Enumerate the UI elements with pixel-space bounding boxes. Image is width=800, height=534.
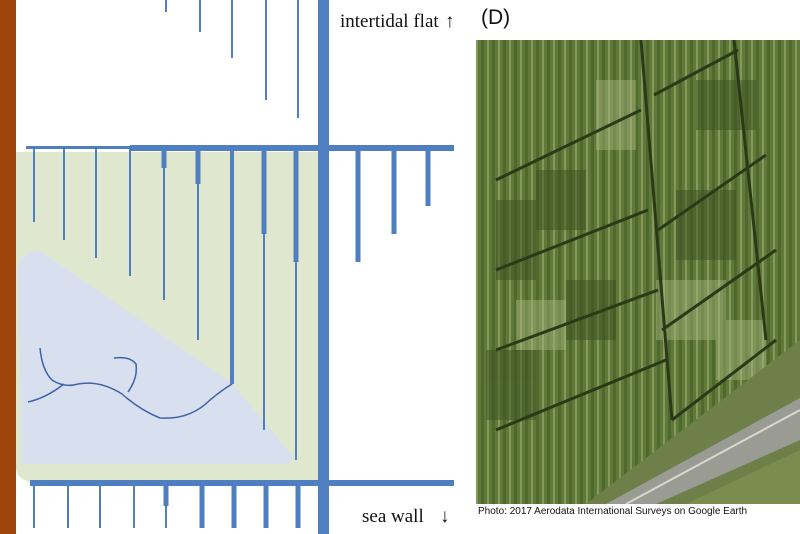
intertidal-flat-label: intertidal flat (340, 11, 439, 32)
main-channel (318, 0, 329, 534)
creek-line (39, 347, 233, 419)
schematic-diagram: intertidal flat ↑ sea wall ↓ (0, 0, 455, 534)
sea-wall-bar (0, 0, 16, 534)
panel-label: (D) (481, 6, 511, 29)
field-ditches-lower (33, 483, 301, 528)
road-verge (686, 450, 800, 504)
aerial-photo (476, 40, 800, 504)
pond-area (18, 251, 293, 464)
field-ditches-upper (33, 148, 431, 460)
road-edge (625, 409, 800, 504)
road (606, 398, 800, 504)
lower-collector (30, 480, 454, 486)
creek-branch (27, 356, 138, 403)
intertidal-ditches (165, 0, 299, 118)
upper-collector (26, 145, 454, 151)
field-boundaries (495, 40, 777, 432)
arrow-down-icon: ↓ (440, 506, 450, 527)
photo-credit: Photo: 2017 Aerodata International Surve… (478, 506, 748, 517)
arrow-up-icon: ↑ (445, 11, 455, 32)
sea-wall-label: sea wall (362, 506, 424, 527)
